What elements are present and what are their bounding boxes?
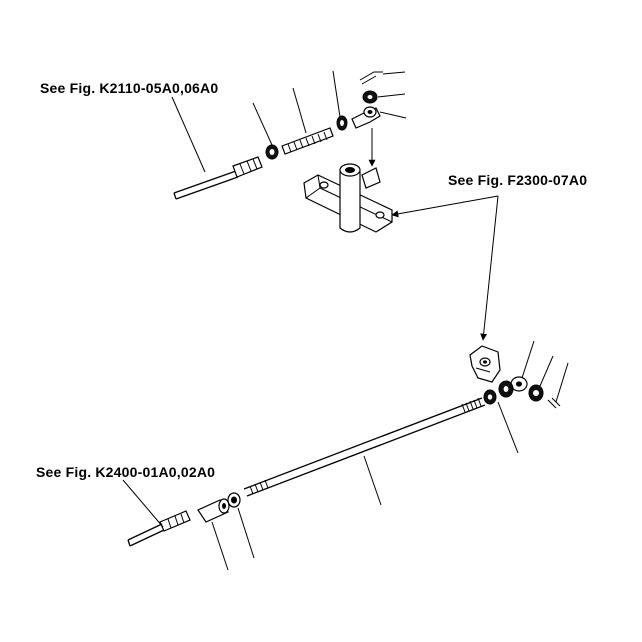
- lower-coupler: [197, 498, 230, 523]
- leader-ref-lower: [122, 479, 164, 528]
- upper-rod-end: [351, 106, 381, 129]
- leader-lower-coupler: [211, 521, 229, 571]
- lower-rod: [127, 510, 191, 547]
- leader-ref-upper: [171, 96, 206, 173]
- long-rod-right-nut: [483, 389, 497, 405]
- long-rod: [243, 397, 486, 497]
- leader-upper-washer: [332, 70, 341, 118]
- leader-right-nut: [497, 401, 519, 454]
- reference-label-lower-rod: See Fig. K2400-01A0,02A0: [36, 464, 216, 480]
- reference-label-bracket: See Fig. F2300-07A0: [448, 172, 588, 188]
- leader-upper-small-nut: [377, 93, 406, 98]
- upper-assembly: [173, 70, 407, 233]
- upper-washer: [336, 115, 348, 131]
- lower-assembly: [127, 340, 569, 571]
- reference-label-upper-rod: See Fig. K2110-05A0,06A0: [40, 80, 219, 96]
- upper-nut: [265, 144, 279, 160]
- upper-threaded-rod: [281, 127, 334, 155]
- right-castle-nut: [528, 384, 544, 402]
- leader-lower-left-nut: [237, 507, 255, 559]
- upper-cotter-pin: [359, 71, 383, 85]
- leader-upper-threaded-rod: [292, 87, 307, 134]
- leader-right-castle-nut: [539, 355, 554, 387]
- leader-upper-pin: [382, 71, 406, 75]
- lever-bracket: [303, 163, 393, 233]
- leader-long-rod: [363, 455, 382, 506]
- leader-right-pin: [555, 362, 569, 403]
- upper-rod: [173, 156, 263, 200]
- lower-left-nut: [227, 492, 241, 508]
- right-bellcrank: [469, 345, 501, 383]
- leader-right-rod-end: [521, 340, 535, 379]
- upper-small-nut: [362, 90, 378, 104]
- leader-upper-rod-end: [379, 111, 407, 119]
- right-rod-end: [498, 376, 528, 398]
- leader-upper-nut: [252, 102, 273, 146]
- f2300-arrows: [391, 195, 499, 341]
- right-cotter-pin: [547, 397, 561, 409]
